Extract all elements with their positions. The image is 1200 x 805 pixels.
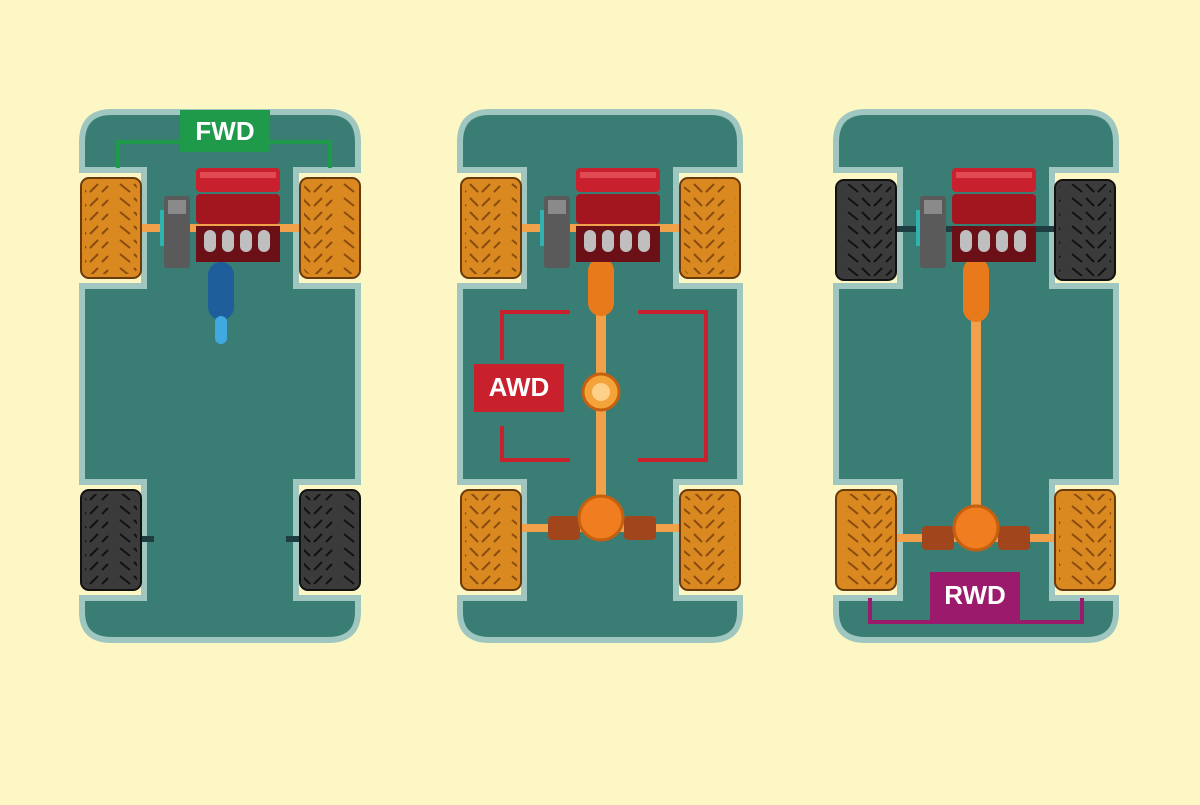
fwd-exhaust xyxy=(208,262,234,320)
fwd-front-left-tire xyxy=(80,177,142,279)
rwd-engine xyxy=(916,168,1036,268)
awd-engine xyxy=(540,168,660,268)
awd-label-box xyxy=(474,364,564,412)
fwd-label: FWD xyxy=(195,116,254,146)
fwd-rear-axle-left xyxy=(136,536,154,542)
fwd-label-box xyxy=(180,110,270,152)
awd-rear-differential xyxy=(577,494,625,542)
rwd-front-left-tire xyxy=(835,179,897,281)
rwd-driveshaft xyxy=(971,262,981,512)
fwd-rear-right-tire xyxy=(299,489,361,591)
awd-rear-right-tire xyxy=(679,489,741,591)
awd-rear-left-tire xyxy=(460,489,522,591)
rwd-rear-left-tire xyxy=(835,489,897,591)
awd-front-left-tire xyxy=(460,177,522,279)
fwd-chassis xyxy=(79,109,361,643)
fwd-car: FWD xyxy=(79,109,361,643)
rwd-bracket xyxy=(868,598,1084,624)
awd-front-right-tire xyxy=(679,177,741,279)
rwd-car: RWD xyxy=(833,109,1119,643)
fwd-rear-left-tire xyxy=(80,489,142,591)
rwd-label: RWD xyxy=(944,580,1006,610)
awd-car: AWD xyxy=(457,109,743,643)
fwd-rear-axle-right xyxy=(286,536,304,542)
awd-transmission-coupler xyxy=(588,258,614,316)
awd-bracket xyxy=(500,310,708,462)
awd-label: AWD xyxy=(489,372,550,402)
rwd-label-box xyxy=(930,572,1020,620)
fwd-engine xyxy=(160,168,280,268)
rwd-rear-diff-right xyxy=(998,526,1030,550)
rwd-rear-differential xyxy=(952,504,1000,552)
rwd-front-right-tire xyxy=(1054,179,1116,281)
awd-center-differential-hub xyxy=(592,383,610,401)
fwd-front-right-tire xyxy=(299,177,361,279)
awd-rear-diff-left xyxy=(548,516,580,540)
fwd-exhaust-tip xyxy=(215,316,227,344)
awd-rear-diff-right xyxy=(624,516,656,540)
rwd-transmission-coupler xyxy=(963,258,989,322)
rwd-rear-diff-left xyxy=(922,526,954,550)
rwd-rear-right-tire xyxy=(1054,489,1116,591)
